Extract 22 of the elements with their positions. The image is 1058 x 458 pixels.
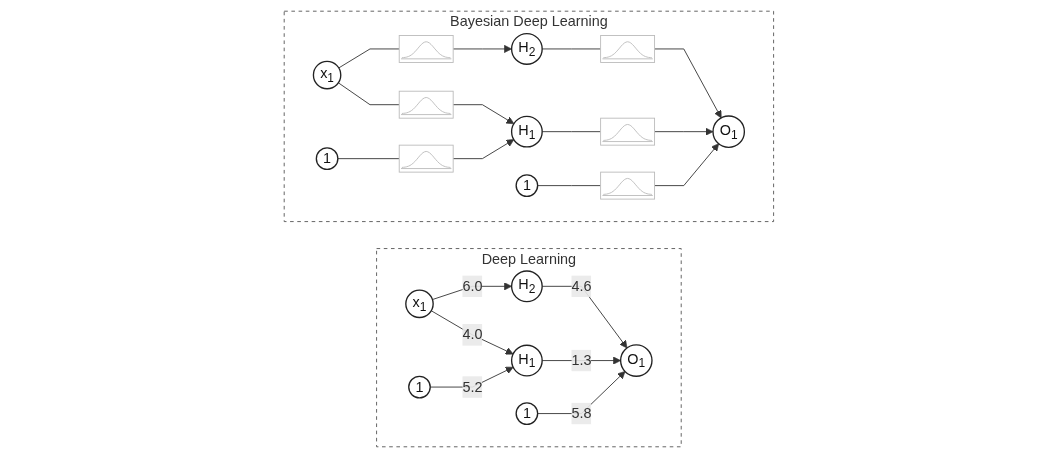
node-circle: x$_{1}$ (312, 60, 342, 90)
edge-label: 5.8 (571, 405, 592, 421)
edge-label: 4.0 (462, 326, 483, 343)
node-circle: 1 (515, 402, 539, 425)
node-circle: 1 (315, 147, 339, 171)
node-circle: x$_{1}$ (405, 289, 434, 319)
node-circle: H$_{2}$ (511, 270, 543, 303)
node-circle: H$_{1}$ (511, 344, 543, 377)
edge-label: 6.0 (462, 278, 483, 294)
node-circle: O$_{1}$ (712, 115, 746, 149)
connector (537, 185, 602, 187)
connector (337, 158, 400, 160)
node-circle: 1 (408, 375, 431, 399)
connector (338, 48, 400, 69)
edge-label: 1.3 (571, 352, 592, 368)
connector (338, 82, 400, 106)
edge-label: 4.6 (571, 278, 592, 294)
node-circle: H$_{2}$ (511, 33, 543, 65)
edge-label: 5.2 (462, 378, 483, 395)
node-circle: H$_{1}$ (511, 115, 543, 148)
node-circle: O$_{1}$ (620, 344, 653, 377)
node-circle: 1 (515, 174, 539, 198)
